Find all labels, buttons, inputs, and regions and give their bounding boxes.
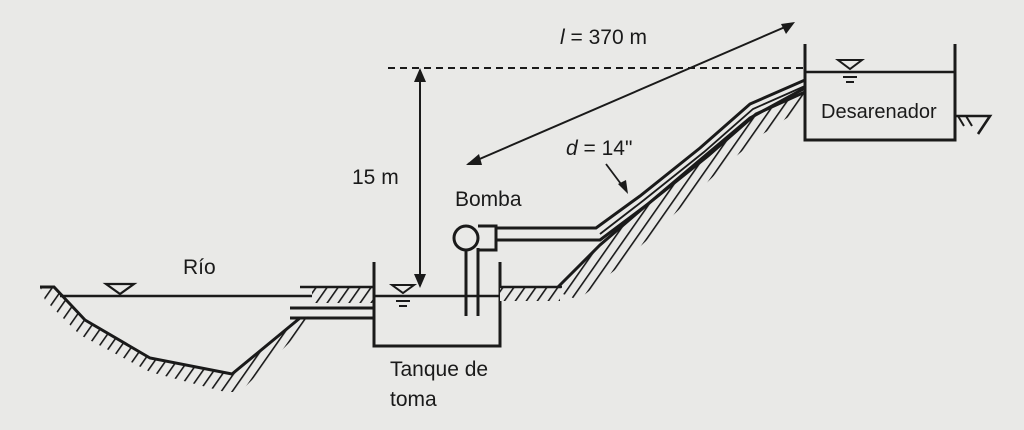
desander-label: Desarenador bbox=[821, 101, 937, 123]
intake-tank-label-line2: toma bbox=[390, 388, 437, 411]
hillside-slope bbox=[556, 86, 806, 300]
desander-water-level-icon bbox=[835, 59, 865, 83]
desander-tank bbox=[803, 44, 957, 142]
river-water-level-icon bbox=[102, 282, 138, 296]
diameter-leader-arrow bbox=[605, 163, 628, 194]
height-label: 15 m bbox=[352, 166, 399, 189]
pump-icon bbox=[452, 224, 498, 252]
suction-pipe bbox=[464, 248, 480, 316]
intake-tank bbox=[372, 262, 502, 348]
length-label: l = 370 m bbox=[560, 26, 647, 49]
length-dimension-arrow bbox=[466, 22, 795, 165]
pump-label: Bomba bbox=[455, 188, 522, 211]
tank-water-level-icon bbox=[388, 284, 418, 307]
discharge-pipe bbox=[496, 78, 806, 242]
river-label: Río bbox=[183, 256, 216, 279]
diameter-label: d = 14" bbox=[566, 137, 632, 160]
height-dimension-arrow bbox=[414, 68, 426, 288]
ground-left-of-tank bbox=[300, 285, 374, 303]
intake-tank-label-line1: Tanque de bbox=[390, 358, 488, 381]
desander-outlet bbox=[955, 114, 993, 135]
intake-pipe bbox=[290, 306, 374, 320]
ground-right-of-tank bbox=[500, 285, 562, 301]
river-bed bbox=[40, 285, 312, 392]
